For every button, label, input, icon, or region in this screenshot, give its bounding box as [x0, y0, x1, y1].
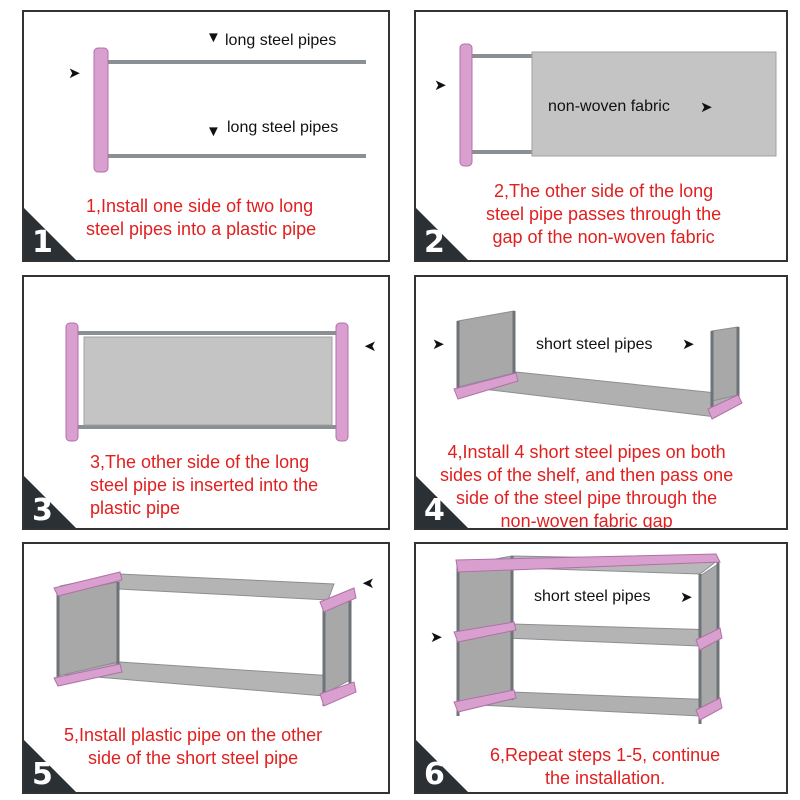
step-number-corner — [24, 208, 76, 260]
step-number: 5 — [32, 757, 53, 792]
step-number-corner — [416, 208, 468, 260]
pointer-arrow-icon: ➤ — [68, 65, 81, 82]
label-short-steel-pipes: short steel pipes — [536, 336, 653, 353]
step-caption: 5,Install plastic pipe on the other side… — [64, 725, 323, 768]
pointer-arrow-icon: ➤ — [700, 99, 713, 116]
pointer-arrow-icon: ➤ — [434, 77, 447, 94]
label-long-steel-pipes-top: long steel pipes — [225, 32, 337, 49]
step-panel-5: ➤ 5,Install plastic pipe on the other si… — [22, 542, 390, 794]
step-caption: 3,The other side of the long steel pipe … — [90, 452, 319, 518]
step-caption: 2,The other side of the long steel pipe … — [486, 181, 722, 247]
step-caption: 6,Repeat steps 1-5, continue the install… — [490, 745, 721, 788]
down-arrow-icon: ▼ — [206, 29, 221, 46]
pointer-arrow-icon: ➤ — [432, 336, 445, 353]
step-number-corner — [24, 740, 76, 792]
step-caption: 1,Install one side of two long steel pip… — [86, 196, 317, 239]
pointer-left-arrow-icon: ➤ — [362, 575, 375, 592]
pointer-arrow-icon: ➤ — [682, 336, 695, 353]
step-number: 3 — [32, 493, 53, 528]
step-number: 1 — [32, 225, 53, 260]
step-1-illustration — [93, 47, 366, 173]
step-3-illustration — [65, 322, 349, 442]
step-number-corner — [416, 740, 468, 792]
step-number: 4 — [424, 493, 445, 528]
label-non-woven-fabric: non-woven fabric — [548, 98, 670, 115]
step-6-illustration — [453, 553, 723, 724]
step-panel-2: ➤ non-woven fabric ➤ 2,The other side of… — [414, 10, 788, 262]
step-panel-1: ➤ ▼ long steel pipes ▼ long steel pipes … — [22, 10, 390, 262]
step-2-illustration — [459, 43, 777, 167]
step-panel-3: ➤ 3,The other side of the long steel pip… — [22, 275, 390, 530]
step-caption: 4,Install 4 short steel pipes on both si… — [440, 442, 734, 530]
pointer-left-arrow-icon: ➤ — [364, 338, 377, 355]
step-number: 6 — [424, 757, 445, 792]
step-number: 2 — [424, 225, 445, 260]
down-arrow-icon: ▼ — [206, 123, 221, 140]
step-4-illustration — [453, 310, 743, 420]
step-panel-6: short steel pipes ➤ ➤ 6,Repeat steps 1-5… — [414, 542, 788, 794]
label-long-steel-pipes-bottom: long steel pipes — [227, 119, 339, 136]
step-5-illustration — [53, 571, 357, 707]
pointer-arrow-icon: ➤ — [680, 589, 693, 606]
label-short-steel-pipes: short steel pipes — [534, 588, 651, 605]
step-panel-4: ➤ short steel pipes ➤ 4,Install 4 short … — [414, 275, 788, 530]
step-number-corner — [416, 476, 468, 528]
step-number-corner — [24, 476, 76, 528]
pointer-arrow-icon: ➤ — [430, 629, 443, 646]
